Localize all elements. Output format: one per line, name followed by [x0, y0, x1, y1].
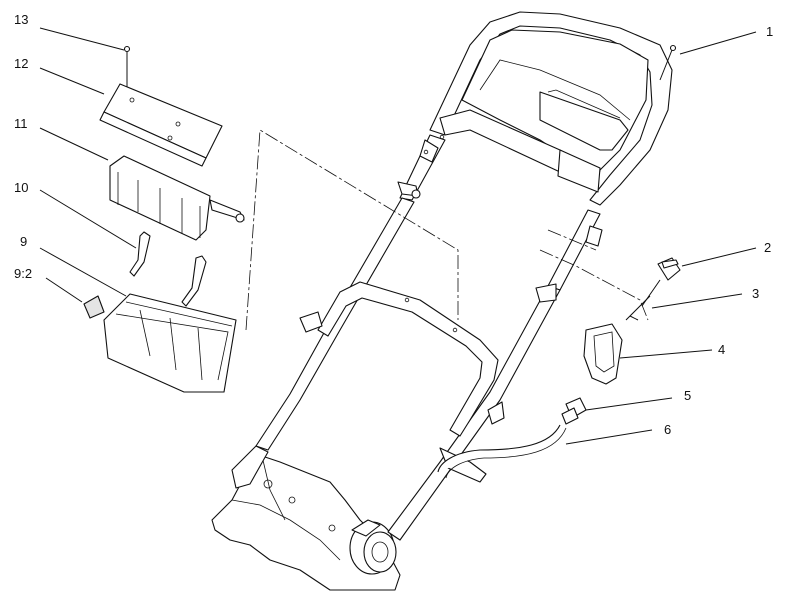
callout-1: 1 — [766, 24, 773, 39]
callout-6: 6 — [664, 422, 671, 437]
callout-2: 2 — [764, 240, 771, 255]
leader-lines — [39, 27, 757, 445]
callout-3: 3 — [752, 286, 759, 301]
electrical-parts — [437, 44, 681, 479]
mower-deck — [211, 455, 401, 591]
handle-assembly — [231, 11, 673, 541]
callout-4: 4 — [718, 342, 725, 357]
assembly-lines — [245, 129, 649, 331]
callout-5: 5 — [684, 388, 691, 403]
callout-9-2: 9:2 — [14, 266, 32, 281]
callout-9: 9 — [20, 234, 27, 249]
callout-11: 11 — [14, 116, 28, 131]
callout-labels: 13 12 11 10 9 9:2 1 2 3 4 5 6 — [14, 12, 773, 437]
callout-12: 12 — [14, 56, 28, 71]
callout-10: 10 — [14, 180, 28, 195]
battery-box-parts — [83, 45, 245, 393]
callout-13: 13 — [14, 12, 28, 27]
